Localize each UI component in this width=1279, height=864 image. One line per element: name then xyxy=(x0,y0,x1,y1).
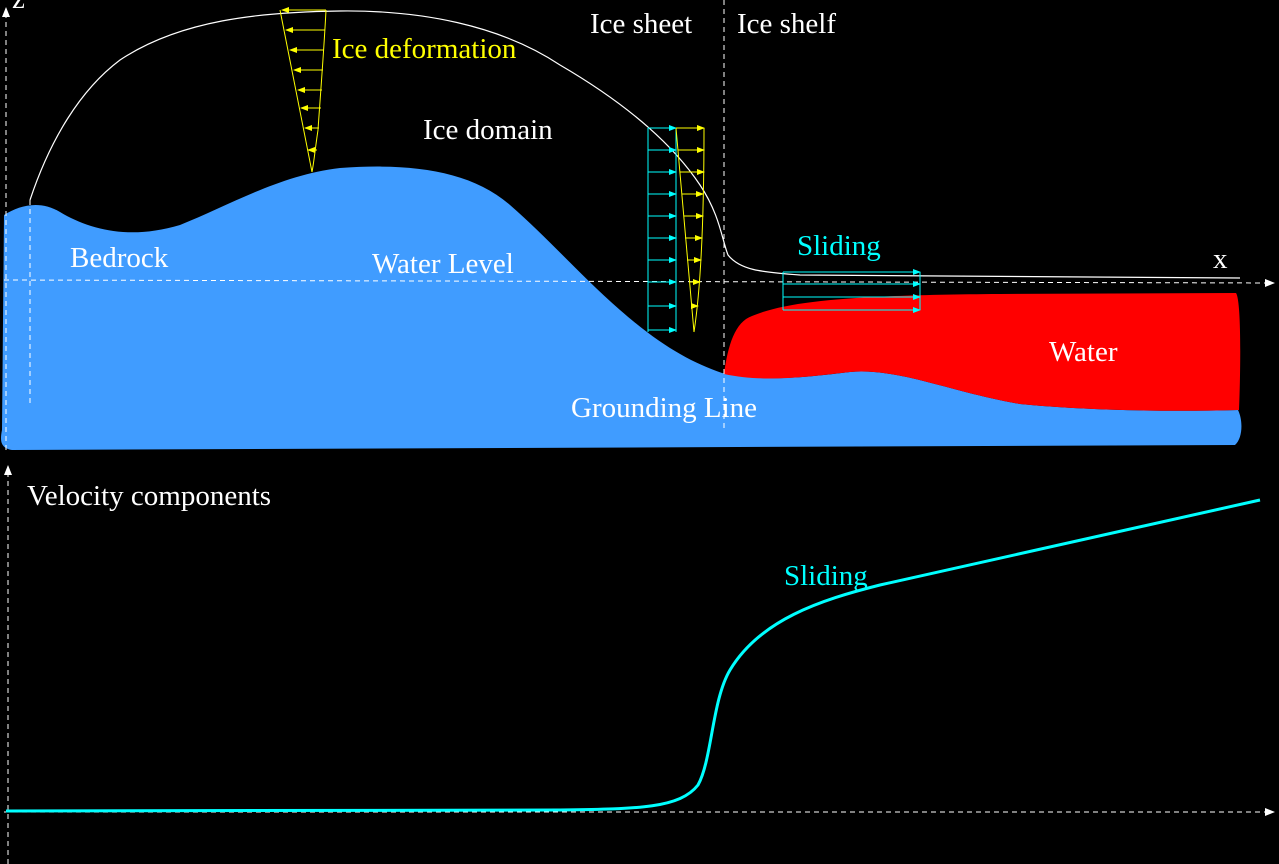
x-axis-water-level xyxy=(3,278,1275,287)
ice-sheet-label: Ice sheet xyxy=(590,8,692,40)
water-level-label: Water Level xyxy=(372,248,514,280)
sliding-label-bottom: Sliding xyxy=(784,560,868,592)
sliding-velocity-curve xyxy=(5,498,1261,813)
water-region xyxy=(724,293,1241,411)
ice-deformation-label: Ice deformation xyxy=(332,33,517,65)
deformation-velocity-curve xyxy=(311,9,327,173)
ice-surface-line xyxy=(29,10,1241,279)
bedrock-region xyxy=(1,166,1242,450)
ice-deformation-profile xyxy=(279,7,327,173)
grounding-line-label: Grounding Line xyxy=(571,392,757,424)
ice-shelf-label: Ice shelf xyxy=(737,8,836,40)
velocity-components-label: Velocity components xyxy=(27,480,271,512)
ice-domain-label: Ice domain xyxy=(423,114,553,146)
water-label: Water xyxy=(1049,336,1118,368)
bedrock-label: Bedrock xyxy=(70,242,169,274)
sliding-label-top: Sliding xyxy=(797,230,881,262)
z-axis-label: z xyxy=(12,0,25,15)
deformation-baseline xyxy=(279,9,313,173)
x-axis-label: x xyxy=(1213,243,1228,275)
axes-top xyxy=(1,0,1275,450)
ice-shelf-sliding-profile xyxy=(782,269,921,313)
ice-sheet-velocity-profile xyxy=(647,125,705,333)
